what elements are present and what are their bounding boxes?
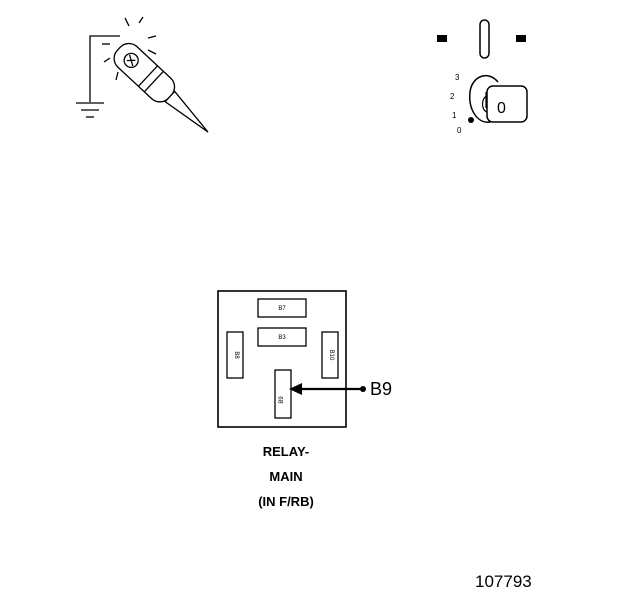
ignition-position-3: 3 xyxy=(455,73,460,82)
pin-b10: B10 xyxy=(321,331,339,379)
ignition-key-label: 0 xyxy=(497,100,506,117)
test-lamp-icon xyxy=(76,16,209,133)
svg-text:B9: B9 xyxy=(279,396,285,404)
relay-title-line1: RELAY- xyxy=(263,444,309,459)
ignition-switch-icon xyxy=(437,19,528,123)
ignition-position-1: 1 xyxy=(452,111,457,120)
relay-title-line3: (IN F/RB) xyxy=(258,494,314,509)
b9-callout-arrow xyxy=(289,383,366,395)
pin-b8: B8 xyxy=(226,331,244,379)
pin-b7: B7 xyxy=(257,298,307,318)
ignition-position-0: 0 xyxy=(457,126,462,135)
svg-text:B8: B8 xyxy=(233,351,239,359)
figure-number: 107793 xyxy=(475,572,532,591)
b9-callout-label: B9 xyxy=(370,379,392,399)
svg-text:B7: B7 xyxy=(278,306,286,312)
ignition-position-2: 2 xyxy=(450,92,455,101)
svg-text:B3: B3 xyxy=(278,335,286,341)
pin-b9: B9 xyxy=(274,369,292,419)
relay-title-line2: MAIN xyxy=(269,469,302,484)
pin-b3: B3 xyxy=(257,327,307,347)
svg-text:B10: B10 xyxy=(328,350,334,361)
